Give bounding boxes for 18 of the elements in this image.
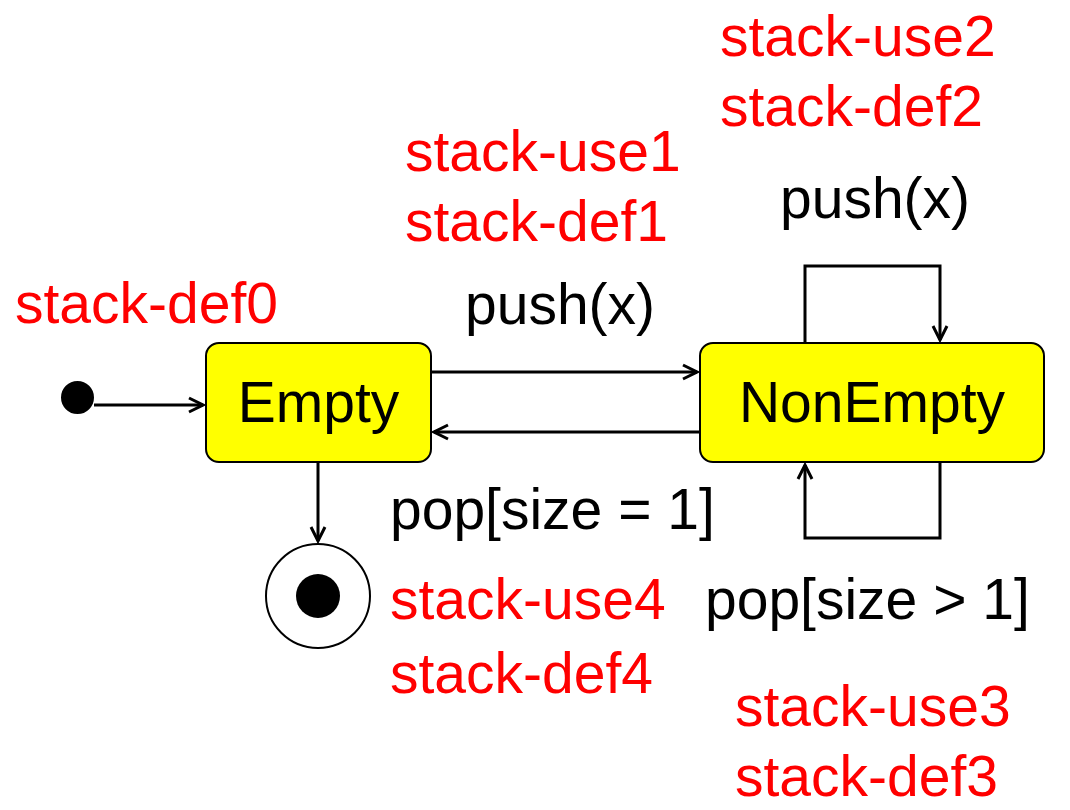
- arrow: [432, 423, 699, 441]
- arrow: [309, 463, 327, 543]
- annotation-label: stack-use2: [720, 8, 996, 65]
- annotation-label: stack-use3: [735, 678, 1011, 735]
- state-box: [205, 342, 432, 463]
- initial-state: [61, 381, 94, 414]
- annotation-label: stack-def0: [15, 275, 278, 332]
- arrow: [432, 363, 699, 381]
- annotation-label: stack-def3: [735, 748, 998, 805]
- annotation-label: stack-def4: [390, 645, 653, 702]
- arrow: [796, 463, 942, 540]
- annotation-label: stack-def2: [720, 78, 983, 135]
- annotation-label: stack-use1: [405, 123, 681, 180]
- annotation-label: stack-def1: [405, 193, 668, 250]
- state-box: [699, 342, 1045, 463]
- arrow: [94, 396, 205, 414]
- arrow: [803, 264, 949, 342]
- annotation-label: stack-use4: [390, 571, 666, 628]
